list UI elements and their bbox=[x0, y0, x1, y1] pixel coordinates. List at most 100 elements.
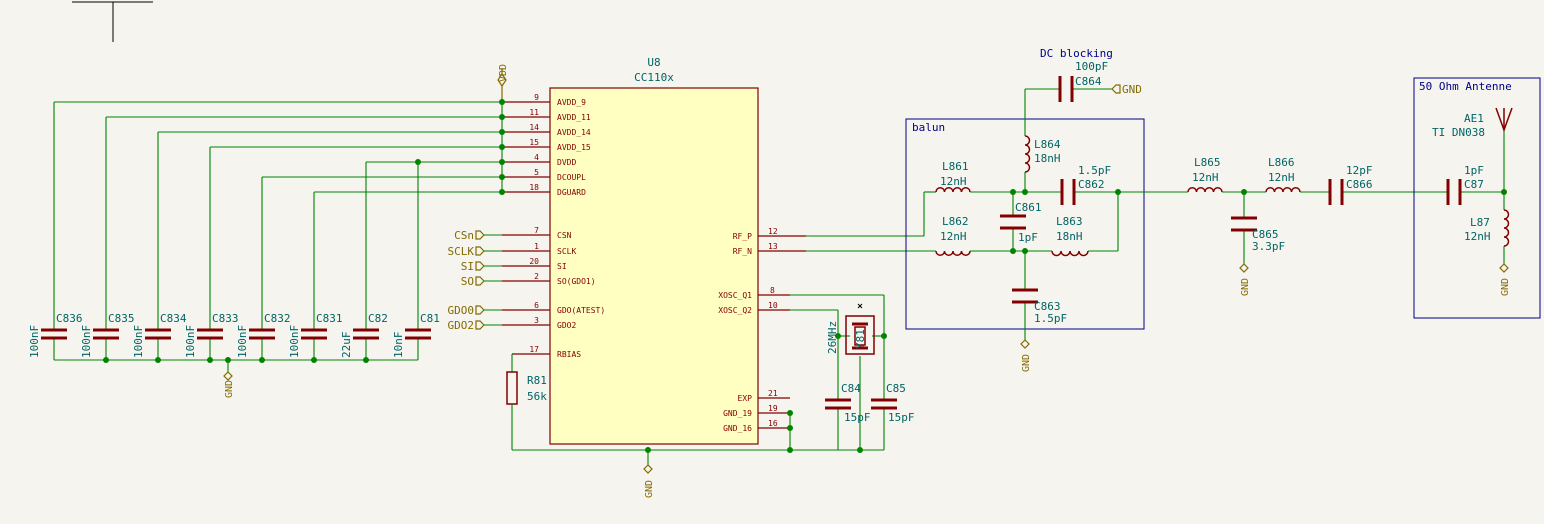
antenna-note: 50 Ohm Antenne bbox=[1419, 80, 1512, 93]
hier-label-gdo2[interactable]: GDO2 bbox=[448, 319, 503, 332]
pin-num: 5 bbox=[534, 168, 539, 177]
resistor-value: 56k bbox=[527, 390, 547, 403]
inductor-l863[interactable]: L863 18nH bbox=[1051, 215, 1089, 257]
antenna-value: TI DN038 bbox=[1432, 126, 1485, 139]
antenna-ae1[interactable]: AE1 TI DN038 bbox=[1432, 107, 1513, 139]
pin-num: 2 bbox=[534, 272, 539, 281]
inductor-l865[interactable]: L865 12nH bbox=[1187, 156, 1223, 193]
label-text: SCLK bbox=[448, 245, 475, 258]
cap-value: 100nF bbox=[80, 325, 93, 358]
cap-c835[interactable]: C835 100nF bbox=[80, 312, 135, 358]
cap-ref: C833 bbox=[212, 312, 239, 325]
gnd-bus-wiring bbox=[512, 410, 884, 465]
pin-num: 20 bbox=[529, 257, 539, 266]
gnd-l87-symbol: GND bbox=[1499, 263, 1511, 296]
label-text: CSn bbox=[454, 229, 474, 242]
hier-label-si[interactable]: SI bbox=[461, 260, 502, 273]
pin-num: 9 bbox=[534, 93, 539, 102]
inductor-value: 12nH bbox=[1464, 230, 1491, 243]
inductor-value: 12nH bbox=[940, 230, 967, 243]
vdd-wiring bbox=[53, 99, 505, 372]
pin-num: 10 bbox=[768, 301, 778, 310]
vdd-power-symbol: VDD bbox=[497, 64, 509, 102]
cap-ref: C84 bbox=[841, 382, 861, 395]
pin-num: 21 bbox=[768, 389, 778, 398]
cap-ref: C862 bbox=[1078, 178, 1105, 191]
cap-c831[interactable]: C831 100nF bbox=[288, 312, 343, 358]
vdd-label: VDD bbox=[498, 64, 509, 82]
gnd-label: GND bbox=[1021, 354, 1032, 372]
cap-ref: C831 bbox=[316, 312, 343, 325]
cap-ref: C864 bbox=[1075, 75, 1102, 88]
pin-num: 7 bbox=[534, 226, 539, 235]
cap-ref: C82 bbox=[368, 312, 388, 325]
rf-wiring bbox=[806, 191, 936, 252]
gnd-decoupling-symbol: GND bbox=[223, 371, 235, 398]
cap-c864[interactable]: 100pF C864 bbox=[1058, 60, 1108, 102]
cap-c863[interactable]: C863 1.5pF bbox=[1012, 288, 1067, 325]
cap-c81[interactable]: C81 10nF bbox=[392, 312, 440, 358]
pin-name: AVDD_14 bbox=[557, 128, 591, 137]
hier-label-sclk[interactable]: SCLK bbox=[448, 245, 503, 258]
cap-c861[interactable]: C861 1pF bbox=[1000, 201, 1042, 244]
cap-ref: C87 bbox=[1464, 178, 1484, 191]
cap-c862[interactable]: 1.5pF C862 bbox=[1060, 164, 1111, 205]
inductor-l866[interactable]: L866 12nH bbox=[1265, 156, 1301, 193]
gnd-label: GND bbox=[1240, 278, 1251, 296]
resistor-ref: R81 bbox=[527, 374, 547, 387]
gnd-c863-symbol: GND bbox=[1020, 339, 1032, 372]
hier-label-gdo0[interactable]: GDO0 bbox=[448, 304, 503, 317]
pin-name: CSN bbox=[557, 231, 572, 240]
cap-c836[interactable]: C836 100nF bbox=[28, 312, 83, 358]
pin-num: 19 bbox=[768, 404, 778, 413]
pin-name: GND_16 bbox=[723, 424, 752, 433]
cap-value: 100pF bbox=[1075, 60, 1108, 73]
cap-c84[interactable]: C84 15pF bbox=[825, 382, 871, 424]
label-text: SO bbox=[461, 275, 474, 288]
inductor-l861[interactable]: L861 12nH bbox=[935, 160, 971, 193]
hier-label-gnd[interactable]: GND bbox=[1111, 83, 1142, 96]
cap-c866[interactable]: 12pF C866 bbox=[1328, 164, 1373, 205]
pin-name: GDO(ATEST) bbox=[557, 306, 605, 315]
cap-c865[interactable]: C865 3.3pF bbox=[1231, 216, 1285, 253]
label-text: GND bbox=[1122, 83, 1142, 96]
cap-value: 12pF bbox=[1346, 164, 1373, 177]
resistor-r81[interactable]: R81 56k bbox=[506, 354, 547, 450]
balun-label: balun bbox=[912, 121, 945, 134]
cap-value: 10nF bbox=[392, 332, 405, 359]
inductor-ref: L865 bbox=[1194, 156, 1221, 169]
inductor-value: 12nH bbox=[940, 175, 967, 188]
cap-ref: C836 bbox=[56, 312, 83, 325]
cap-ref: C835 bbox=[108, 312, 135, 325]
cap-c832[interactable]: C832 100nF bbox=[236, 312, 291, 358]
cap-c82[interactable]: C82 22uF bbox=[340, 312, 388, 358]
label-text: GDO2 bbox=[448, 319, 475, 332]
pin-name: SCLK bbox=[557, 247, 576, 256]
pin-name: RF_P bbox=[733, 232, 752, 241]
cap-c85[interactable]: C85 15pF bbox=[871, 382, 915, 424]
cap-ref: C832 bbox=[264, 312, 291, 325]
pin-name: SI bbox=[557, 262, 567, 271]
inductor-l862[interactable]: L862 12nH bbox=[935, 215, 971, 256]
cap-c833[interactable]: C833 100nF bbox=[184, 312, 239, 358]
cap-c87[interactable]: 1pF C87 bbox=[1446, 164, 1484, 205]
crystal-y81[interactable]: Y81 26MHz bbox=[826, 303, 875, 355]
pin-num: 12 bbox=[768, 227, 778, 236]
pin-num: 16 bbox=[768, 419, 778, 428]
pin-name: AVDD_11 bbox=[557, 113, 591, 122]
ic-value: CC110x bbox=[634, 71, 674, 84]
pin-name: XOSC_Q1 bbox=[718, 291, 752, 300]
hier-label-csn[interactable]: CSn bbox=[454, 229, 502, 242]
cap-ref: C861 bbox=[1015, 201, 1042, 214]
pin-num: 11 bbox=[529, 108, 539, 117]
inductor-l864[interactable]: L864 18nH bbox=[1024, 135, 1061, 173]
pin-name: GND_19 bbox=[723, 409, 752, 418]
inductor-l87[interactable]: L87 12nH bbox=[1464, 209, 1510, 247]
pin-num: 13 bbox=[768, 242, 778, 251]
gnd-label: GND bbox=[644, 480, 655, 498]
crystal-value: 26MHz bbox=[826, 321, 839, 354]
inductor-ref: L861 bbox=[942, 160, 969, 173]
filter-wiring bbox=[1118, 130, 1507, 264]
hier-label-so[interactable]: SO bbox=[461, 275, 502, 288]
cap-c834[interactable]: C834 100nF bbox=[132, 312, 187, 358]
